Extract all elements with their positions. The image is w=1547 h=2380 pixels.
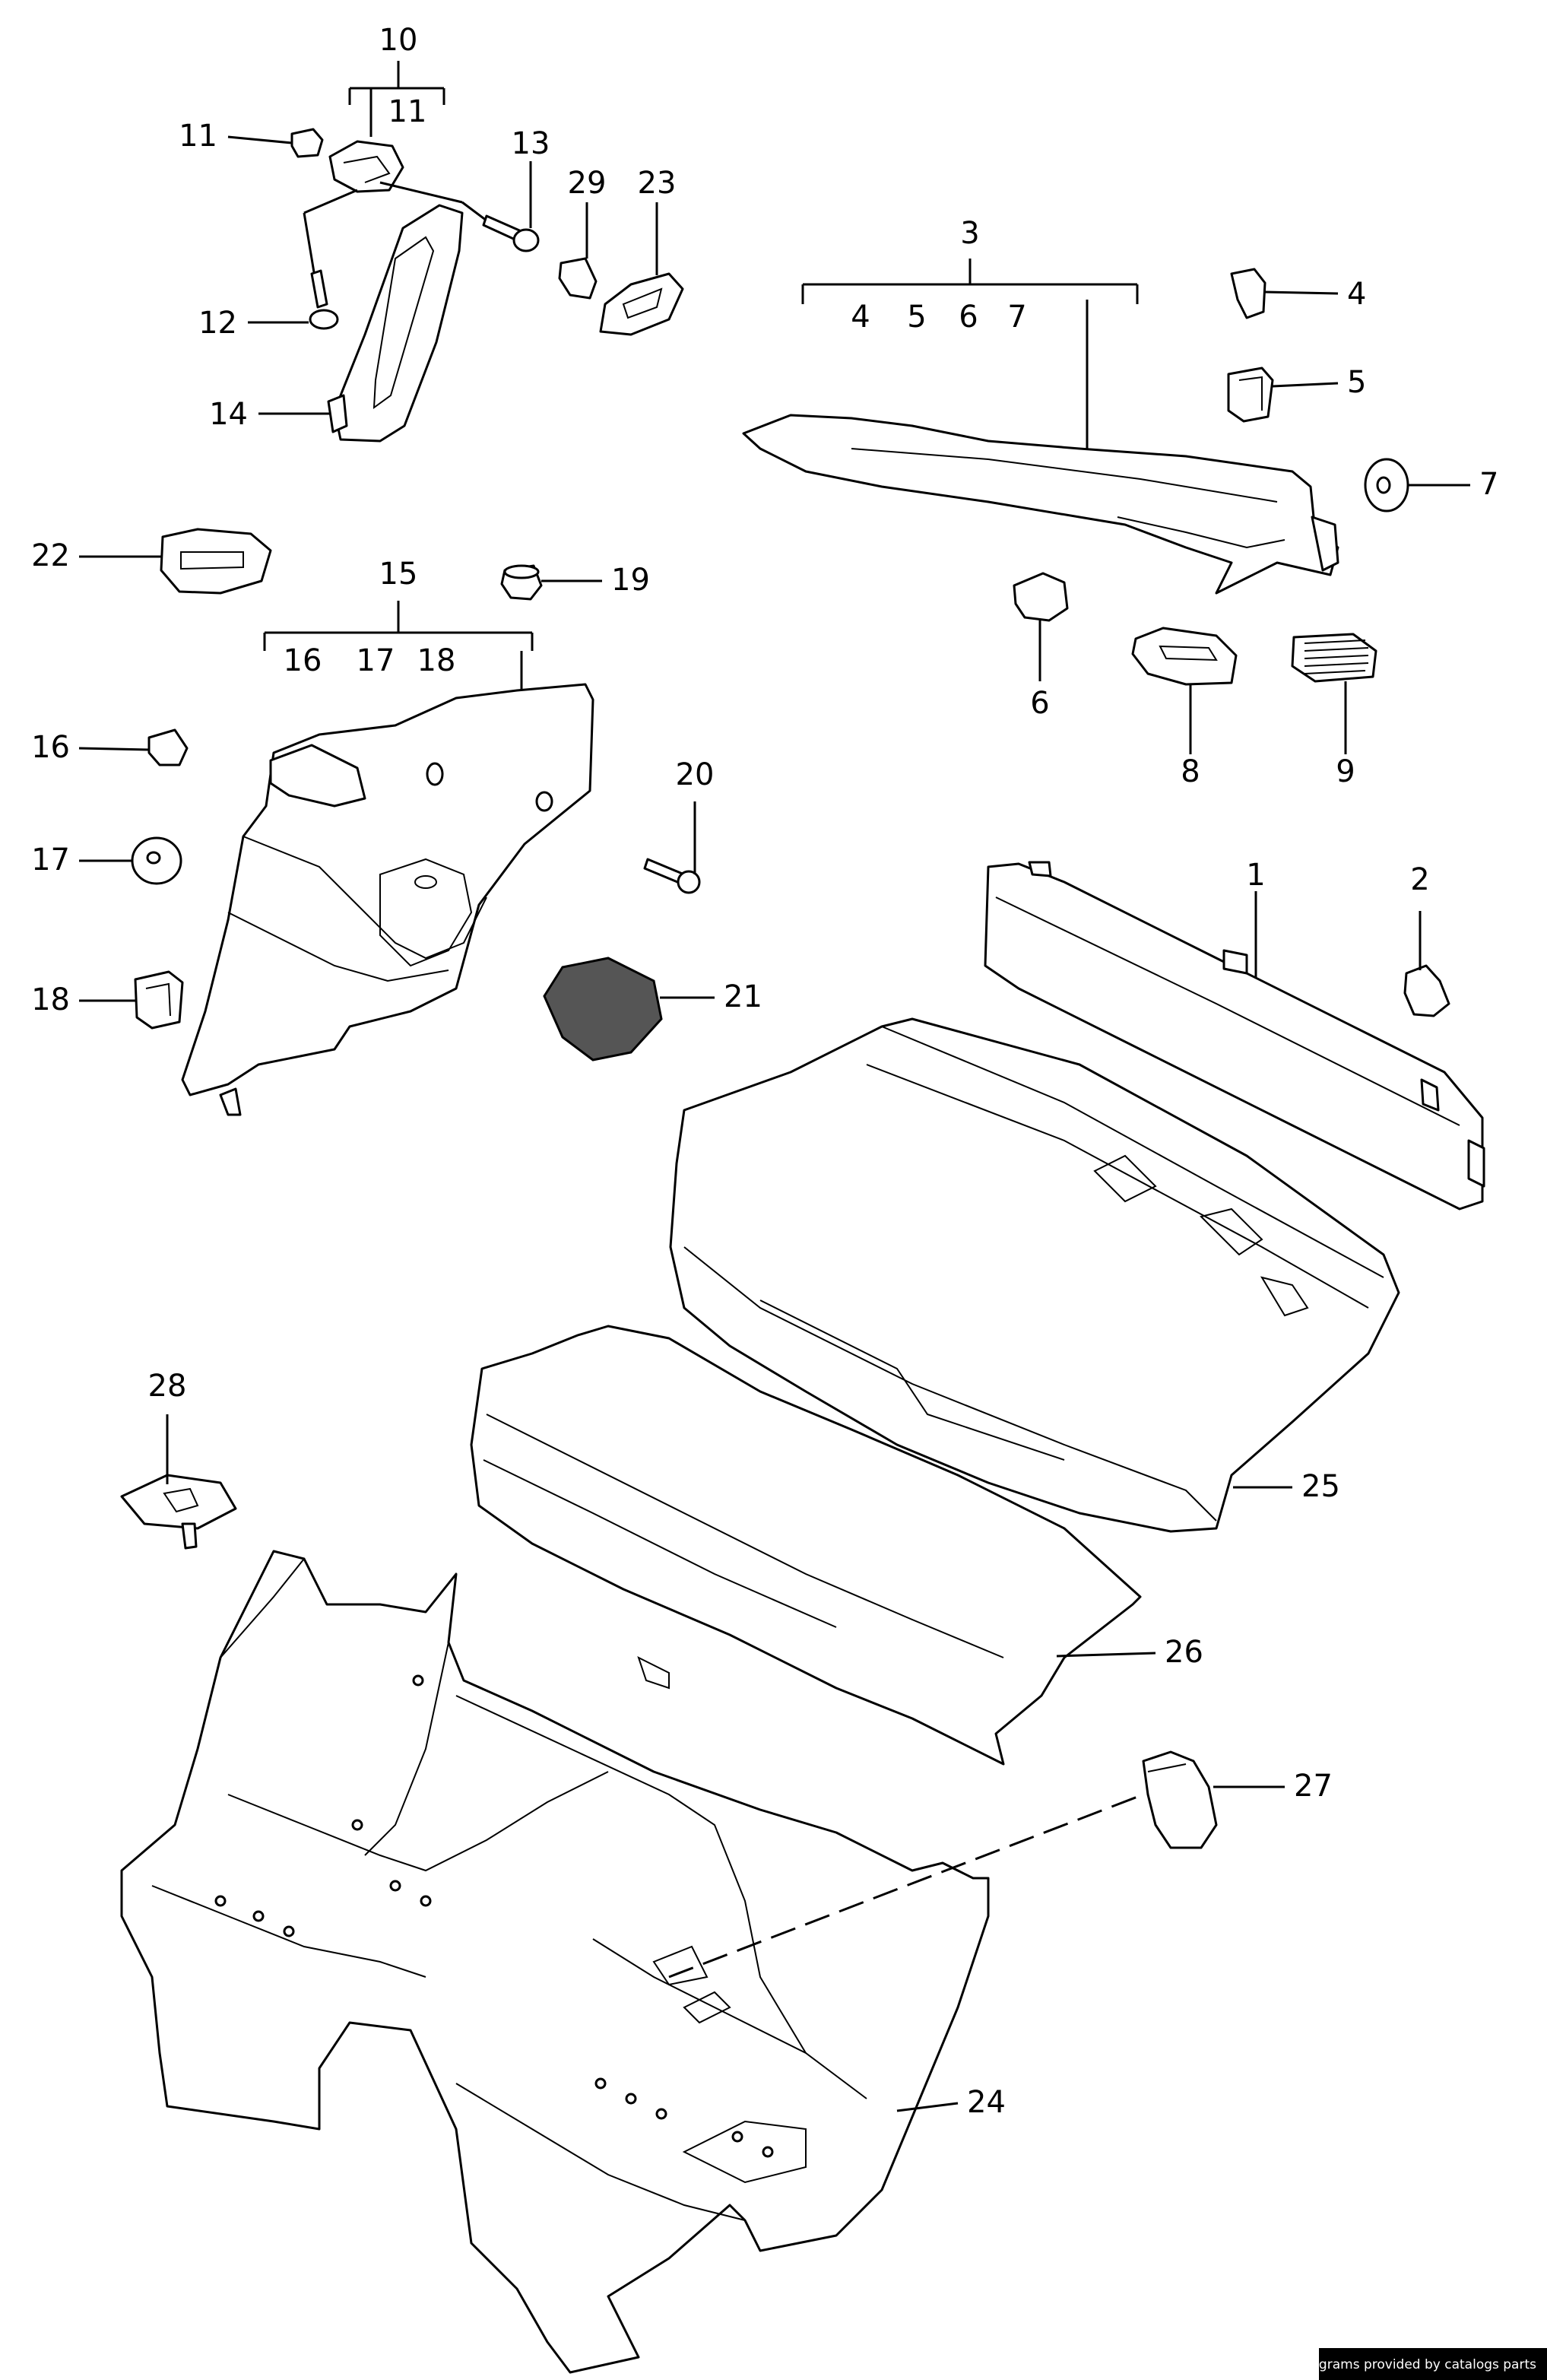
part-25-parcel-shelf[interactable] bbox=[669, 1017, 1400, 1533]
part-6-clip[interactable] bbox=[1013, 572, 1069, 622]
callout-3-sub-5: 5 bbox=[907, 300, 926, 335]
callout-20: 20 bbox=[676, 757, 715, 792]
part-23-trim[interactable] bbox=[599, 272, 684, 336]
callout-26: 26 bbox=[1165, 1635, 1203, 1670]
callout-8: 8 bbox=[1181, 754, 1200, 789]
part-1-rear-panel[interactable] bbox=[984, 861, 1485, 1211]
part-5-clip[interactable] bbox=[1227, 367, 1274, 423]
bracket-10 bbox=[348, 61, 445, 137]
part-2-clip[interactable] bbox=[1403, 964, 1450, 1017]
part-17-washer[interactable] bbox=[131, 836, 182, 885]
callout-3: 3 bbox=[960, 216, 979, 251]
callout-6: 6 bbox=[1030, 686, 1049, 721]
callout-25: 25 bbox=[1301, 1469, 1340, 1504]
callout-4: 4 bbox=[1347, 277, 1366, 312]
part-18-clip[interactable] bbox=[134, 970, 184, 1030]
callout-2: 2 bbox=[1410, 862, 1429, 897]
callout-18: 18 bbox=[31, 982, 70, 1017]
callout-3-sub-6: 6 bbox=[959, 300, 978, 335]
callout-15-sub-18: 18 bbox=[417, 643, 456, 678]
callout-15: 15 bbox=[379, 557, 418, 592]
callout-22: 22 bbox=[31, 538, 70, 573]
credit-banner: Diagrams provided by catalogs parts bbox=[1298, 2348, 1547, 2380]
part-19-plug[interactable] bbox=[500, 564, 543, 601]
part-9-grille[interactable] bbox=[1291, 633, 1377, 683]
bracket-3 bbox=[801, 259, 1139, 449]
callout-29: 29 bbox=[568, 166, 607, 201]
part-16-clip[interactable] bbox=[147, 728, 189, 766]
part-8-trim[interactable] bbox=[1131, 627, 1238, 686]
part-11-clip[interactable] bbox=[290, 128, 324, 158]
part-4-clip[interactable] bbox=[1230, 268, 1266, 319]
callout-3-sub-4: 4 bbox=[851, 300, 870, 335]
callout-17: 17 bbox=[31, 843, 70, 877]
callout-24: 24 bbox=[967, 2085, 1006, 2120]
callout-13: 13 bbox=[512, 126, 550, 161]
callout-15-sub-17: 17 bbox=[357, 643, 395, 678]
callout-27: 27 bbox=[1294, 1769, 1333, 1804]
part-21-speaker-grille[interactable] bbox=[543, 957, 663, 1061]
part-27-cap[interactable] bbox=[1142, 1750, 1218, 1849]
callout-11: 11 bbox=[179, 119, 217, 154]
callout-1: 1 bbox=[1246, 858, 1265, 893]
credit-text: Diagrams provided by catalogs parts bbox=[1297, 2357, 1536, 2372]
callout-28: 28 bbox=[148, 1369, 187, 1404]
part-15-quarter-panel[interactable] bbox=[181, 683, 594, 1116]
callout-10-sub-11: 11 bbox=[388, 94, 427, 129]
part-24-compartment-lining[interactable] bbox=[120, 1550, 990, 2374]
callout-14: 14 bbox=[209, 397, 248, 432]
part-7-washer[interactable] bbox=[1364, 458, 1409, 512]
part-14-pillar-trim[interactable] bbox=[327, 204, 464, 443]
part-28-fastener[interactable] bbox=[120, 1474, 237, 1550]
callout-21: 21 bbox=[724, 979, 762, 1014]
part-20-screw[interactable] bbox=[643, 858, 701, 894]
callout-5: 5 bbox=[1347, 365, 1366, 400]
callout-23: 23 bbox=[638, 166, 677, 201]
part-22-trim[interactable] bbox=[160, 528, 272, 595]
callout-7: 7 bbox=[1479, 467, 1498, 502]
bracket-15 bbox=[263, 601, 534, 692]
part-10-bracket[interactable] bbox=[328, 140, 404, 193]
part-12-screw[interactable] bbox=[303, 189, 358, 330]
callout-3-sub-7: 7 bbox=[1007, 300, 1026, 335]
part-13-screw[interactable] bbox=[461, 161, 540, 252]
part-3-shelf-trim[interactable] bbox=[742, 414, 1339, 595]
callout-9: 9 bbox=[1336, 754, 1355, 789]
part-29-clip[interactable] bbox=[558, 257, 598, 300]
callout-15-sub-16: 16 bbox=[284, 643, 322, 678]
callout-12: 12 bbox=[198, 306, 237, 341]
callout-19: 19 bbox=[611, 563, 650, 598]
callout-16: 16 bbox=[31, 730, 70, 765]
callout-10: 10 bbox=[379, 23, 418, 58]
part-26-floor-trim[interactable] bbox=[470, 1325, 1142, 1766]
